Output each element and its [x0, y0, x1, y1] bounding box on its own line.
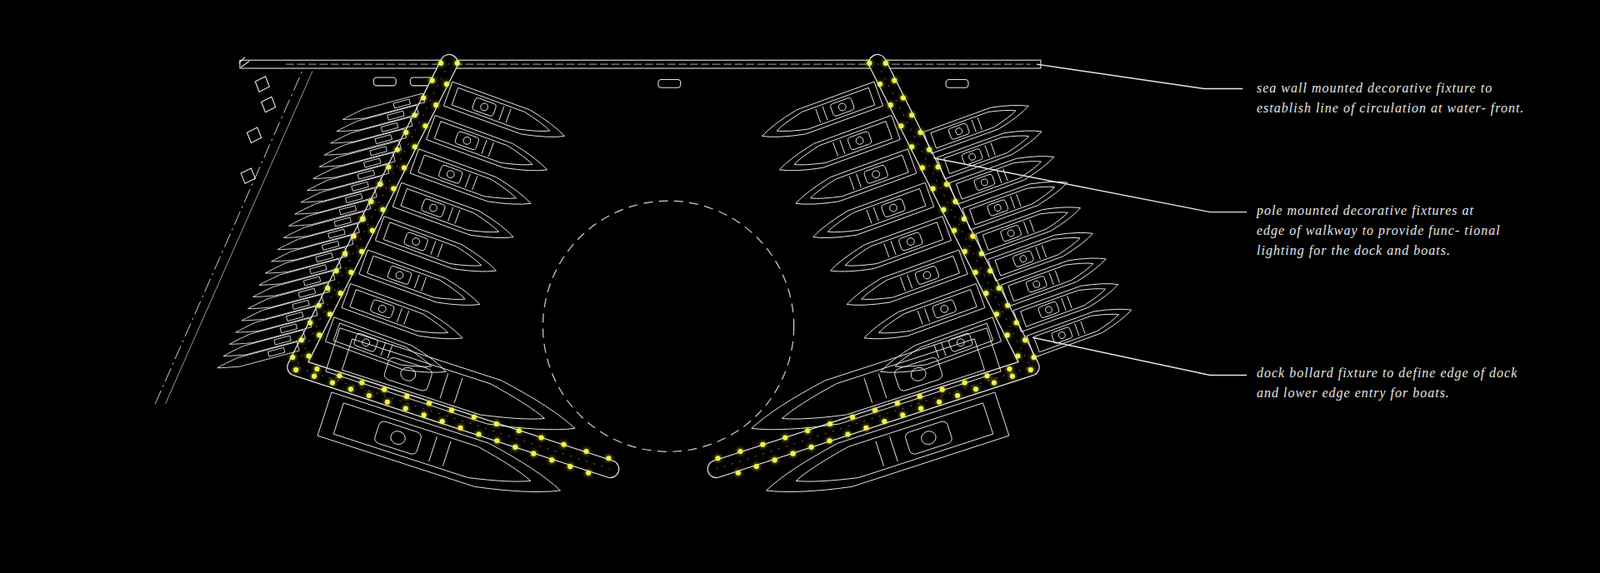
dock-left: [287, 63, 610, 513]
dock-right: [716, 63, 1040, 513]
callout-note: dock bollard fixture to define edge of d…: [1256, 363, 1545, 404]
turning-circle: [543, 200, 795, 452]
sea-wall-fixtures: [268, 60, 1024, 66]
callout-note: pole mounted decorative fixtures at edge…: [1256, 200, 1507, 261]
leader-lines: [933, 64, 1247, 375]
small-boats: [215, 93, 425, 373]
outer-boats: [923, 95, 1135, 358]
property-line: [155, 71, 302, 405]
callout-note: sea wall mounted decorative fixture to e…: [1256, 78, 1545, 119]
